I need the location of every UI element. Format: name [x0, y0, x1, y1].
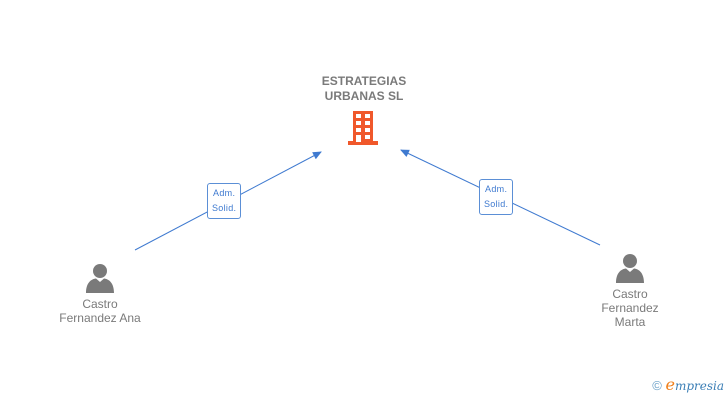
role-line2: Solid.	[484, 199, 509, 209]
copyright-footer: © empresia	[652, 375, 724, 394]
role-badge-ana[interactable]: Adm. Solid.	[207, 183, 242, 219]
company-name-line1: ESTRATEGIAS	[321, 74, 407, 88]
person-castro-fernandez-marta[interactable]: Castro Fernandez Marta	[580, 253, 680, 329]
company-name[interactable]: ESTRATEGIAS URBANAS SL	[300, 74, 428, 104]
person-castro-fernandez-ana[interactable]: Castro Fernandez Ana	[50, 263, 150, 325]
person-name-line1: Castro	[612, 287, 648, 301]
empresia-logo: empresia	[665, 375, 724, 394]
person-icon	[86, 264, 114, 293]
role-line1: Adm.	[485, 184, 508, 194]
role-line1: Adm.	[213, 188, 236, 198]
person-name-line3: Marta	[614, 315, 646, 329]
person-icon	[616, 254, 644, 283]
person-name-line2: Fernandez Ana	[59, 311, 141, 325]
company-name-line2: URBANAS SL	[324, 89, 404, 103]
copyright-icon: ©	[652, 378, 662, 393]
role-badge-marta[interactable]: Adm. Solid.	[479, 179, 514, 215]
building-icon[interactable]	[347, 111, 379, 145]
role-line2: Solid.	[212, 203, 237, 213]
person-name-line1: Castro	[82, 297, 118, 311]
person-name-line2: Fernandez	[601, 301, 659, 315]
